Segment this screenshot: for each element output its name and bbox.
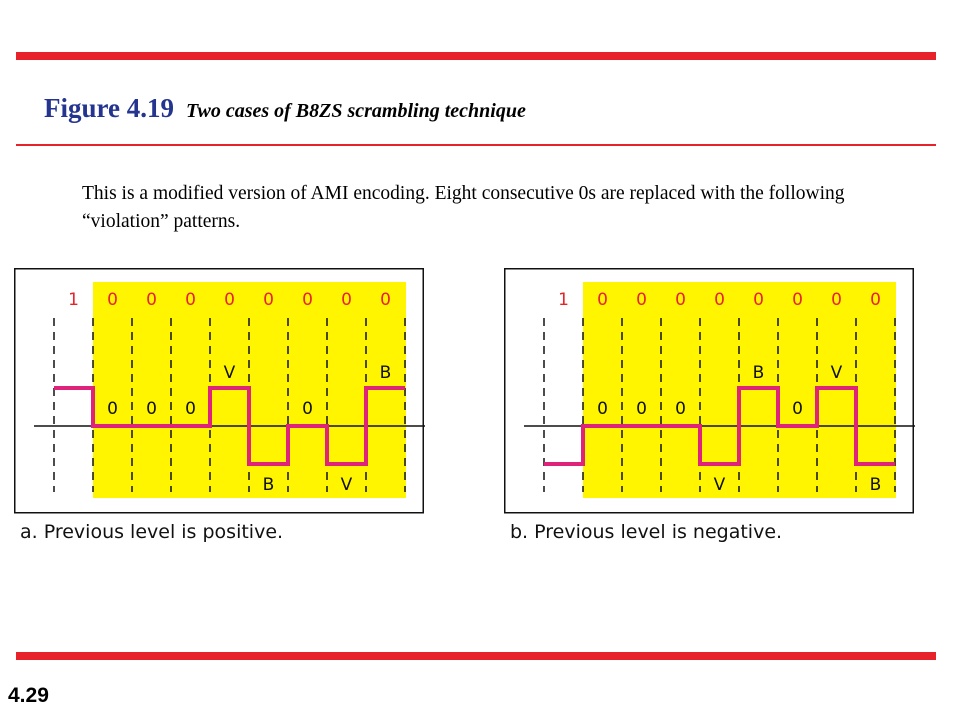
diagram-b-symbol-label: 0 [792, 399, 803, 419]
slide-number: 4.29 [8, 684, 49, 707]
diagram-a-symbol-label: V [224, 363, 236, 383]
top-accent-bar [16, 52, 936, 60]
figure-number: Figure 4.19 [44, 93, 174, 123]
bottom-accent-bar [16, 652, 936, 660]
diagram-a-symbol-label: V [341, 475, 353, 495]
diagram-b-bit-label: 0 [792, 290, 803, 310]
diagram-a-bit-label: 0 [380, 290, 391, 310]
diagram-a-bit-label: 0 [341, 290, 352, 310]
diagram-b-symbol-label: V [714, 475, 726, 495]
figure-caption: Two cases of B8ZS scrambling technique [186, 100, 526, 122]
diagram-a-bit-label: 0 [185, 290, 196, 310]
diagram-b-frame [504, 268, 914, 514]
diagram-b-bit-label: 1 [558, 290, 569, 310]
diagram-a-bit-label: 1 [68, 290, 79, 310]
diagram-b-waveform [544, 386, 895, 466]
diagram-a-symbol-label: B [380, 363, 392, 383]
diagram-a-bit-label: 0 [146, 290, 157, 310]
diagram-a-bit-labels: 1 0 0 0 0 0 0 0 0 [68, 290, 391, 310]
diagram-a-frame [14, 268, 424, 514]
description-text: This is a modified version of AMI encodi… [82, 183, 845, 232]
diagram-b-symbol-label: B [753, 363, 765, 383]
diagram-b-bit-label: 0 [870, 290, 881, 310]
diagram-b-symbol-label: 0 [597, 399, 608, 419]
diagram-b-bit-label: 0 [831, 290, 842, 310]
diagram-b-symbol-label: 0 [675, 399, 686, 419]
diagram-a-waveform [54, 386, 405, 466]
diagram-a-bit-label: 0 [263, 290, 274, 310]
diagram-a-bit-label: 0 [107, 290, 118, 310]
diagram-b-symbol-label: 0 [636, 399, 647, 419]
diagram-a-caption: a. Previous level is positive. [20, 521, 283, 543]
diagram-a-bit-label: 0 [302, 290, 313, 310]
diagram-b-symbol-label: B [870, 475, 882, 495]
diagram-b-bit-label: 0 [597, 290, 608, 310]
diagram-a-symbol-label: 0 [185, 399, 196, 419]
diagram-b-symbol-label: V [831, 363, 843, 383]
diagram-b-bit-label: 0 [714, 290, 725, 310]
diagram-a-symbol-label: 0 [107, 399, 118, 419]
diagram-a-bit-label: 0 [224, 290, 235, 310]
diagram-b-bit-label: 0 [636, 290, 647, 310]
diagram-b-caption: b. Previous level is negative. [510, 521, 782, 543]
page-title: Figure 4.19 Two cases of B8ZS scrambling … [44, 88, 526, 125]
diagram-a-symbol-label: B [263, 475, 275, 495]
diagram-b-bit-labels: 1 0 0 0 0 0 0 0 0 [558, 290, 881, 310]
title-underline [16, 144, 936, 146]
diagram-a-symbol-label: 0 [302, 399, 313, 419]
diagram-b-bit-label: 0 [753, 290, 764, 310]
diagram-a-symbol-label: 0 [146, 399, 157, 419]
diagram-b-bit-label: 0 [675, 290, 686, 310]
